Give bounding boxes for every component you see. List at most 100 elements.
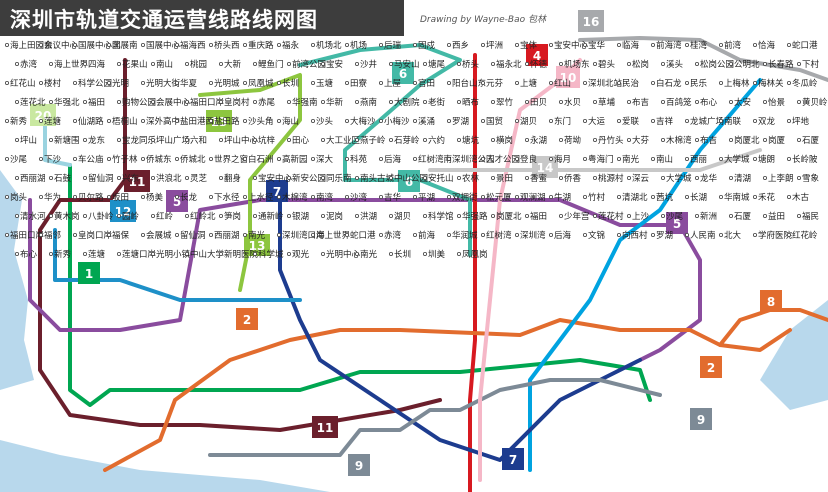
station-dot[interactable] [617, 81, 622, 86]
station-dot[interactable] [140, 81, 145, 86]
station-label[interactable]: 怡景 [768, 97, 785, 108]
station-label[interactable]: 民治 [622, 78, 640, 89]
station-label[interactable]: 茜坑 [656, 192, 674, 203]
station-label[interactable]: 红花山 [10, 78, 36, 89]
station-dot[interactable] [117, 251, 122, 256]
station-label[interactable]: 南山 [156, 59, 173, 70]
station-dot[interactable] [593, 62, 598, 67]
station-label[interactable]: 清湖北 [622, 192, 648, 203]
station-label[interactable]: 大学城 [666, 173, 692, 184]
station-label[interactable]: 新明医院 [224, 249, 259, 260]
station-label[interactable]: 坪地 [792, 116, 810, 127]
station-dot[interactable] [208, 194, 213, 199]
station-label[interactable]: 四海 [88, 59, 106, 70]
station-dot[interactable] [559, 213, 564, 218]
station-dot[interactable] [242, 156, 247, 161]
station-dot[interactable] [685, 43, 690, 48]
station-dot[interactable] [174, 156, 179, 161]
station-dot[interactable] [388, 100, 393, 105]
station-dot[interactable] [378, 232, 383, 237]
station-dot[interactable] [39, 194, 44, 199]
station-label[interactable]: 大学城 [724, 154, 750, 165]
badge-line-9b[interactable]: 9 [690, 408, 712, 430]
station-label[interactable]: 华强路 [462, 211, 488, 222]
station-dot[interactable] [627, 100, 632, 105]
station-label[interactable]: 长岭陂 [792, 154, 818, 165]
station-label[interactable]: 皇岗口岸 [78, 230, 113, 241]
station-label[interactable]: 民乐 [690, 78, 708, 89]
station-dot[interactable] [14, 100, 19, 105]
station-label[interactable]: 景田 [496, 174, 513, 184]
station-label[interactable]: 光明大街 [146, 78, 181, 89]
station-dot[interactable] [753, 119, 758, 124]
station-dot[interactable] [515, 81, 520, 86]
station-dot[interactable] [5, 194, 10, 199]
station-label[interactable]: 沙尾 [10, 155, 28, 165]
station-label[interactable]: 后瑞 [384, 40, 402, 51]
station-label[interactable]: 鲤鱼门 [258, 59, 284, 70]
station-label[interactable]: 吉华 [384, 192, 402, 203]
station-dot[interactable] [73, 43, 78, 48]
station-label[interactable]: 布心 [20, 249, 38, 260]
station-label[interactable]: 六约 [428, 135, 445, 146]
station-label[interactable]: 粤海门 [588, 154, 614, 165]
station-dot[interactable] [14, 62, 19, 67]
station-dot[interactable] [286, 62, 291, 67]
station-dot[interactable] [73, 119, 78, 124]
station-label[interactable]: 侨城东 [146, 154, 172, 165]
station-dot[interactable] [412, 81, 417, 86]
station-label[interactable]: 新安公园 [292, 173, 326, 184]
station-dot[interactable] [73, 81, 78, 86]
station-dot[interactable] [617, 194, 622, 199]
station-dot[interactable] [117, 100, 122, 105]
station-label[interactable]: 少年宫 [564, 211, 590, 222]
badge-line-13a[interactable]: 13 [206, 110, 232, 132]
station-dot[interactable] [83, 137, 88, 142]
station-dot[interactable] [320, 251, 325, 256]
station-label[interactable]: 赤湾 [20, 59, 38, 70]
station-dot[interactable] [412, 232, 417, 237]
station-label[interactable]: 高新园 [282, 154, 308, 165]
station-label[interactable]: 坪洲 [486, 41, 503, 51]
station-label[interactable]: 前湾 [724, 40, 742, 51]
station-dot[interactable] [276, 232, 281, 237]
station-dot[interactable] [412, 119, 417, 124]
station-dot[interactable] [559, 100, 564, 105]
station-dot[interactable] [354, 100, 359, 105]
station-dot[interactable] [729, 62, 734, 67]
station-label[interactable]: 前湾公园 [292, 59, 326, 70]
station-label[interactable]: 银湖 [292, 211, 309, 222]
station-dot[interactable] [627, 62, 632, 67]
station-label[interactable]: 蛇口港 [792, 40, 818, 51]
station-label[interactable]: 后海 [384, 154, 402, 165]
station-label[interactable]: 晒布 [462, 97, 479, 108]
station-label[interactable]: 留仙洞 [88, 173, 114, 184]
station-label[interactable]: 临海 [622, 40, 640, 51]
station-dot[interactable] [661, 62, 666, 67]
station-dot[interactable] [208, 43, 213, 48]
station-dot[interactable] [49, 100, 54, 105]
station-dot[interactable] [276, 81, 281, 86]
station-label[interactable]: 雪象 [802, 173, 820, 184]
badge-line-5a[interactable]: 5 [166, 190, 188, 212]
station-label[interactable]: 华润城 [452, 230, 478, 241]
badge-line-2[interactable]: 2 [236, 308, 258, 330]
station-dot[interactable] [525, 100, 530, 105]
station-dot[interactable] [73, 232, 78, 237]
badge-line-4[interactable]: 4 [526, 44, 548, 66]
station-dot[interactable] [515, 232, 520, 237]
badge-line-6a[interactable]: 6 [392, 62, 414, 84]
station-dot[interactable] [208, 232, 213, 237]
station-dot[interactable] [559, 137, 564, 142]
station-label[interactable]: 百鸽笼 [666, 97, 692, 108]
station-label[interactable]: 黄贝岭 [802, 97, 828, 108]
station-label[interactable]: 光明中心 [326, 249, 361, 260]
station-dot[interactable] [763, 213, 768, 218]
station-dot[interactable] [490, 62, 495, 67]
badge-line-13b[interactable]: 13 [244, 234, 270, 256]
station-dot[interactable] [354, 137, 359, 142]
station-dot[interactable] [446, 119, 451, 124]
station-label[interactable]: 岗厦北 [734, 135, 760, 146]
station-label[interactable]: 华强南 [292, 97, 318, 108]
station-dot[interactable] [39, 119, 44, 124]
